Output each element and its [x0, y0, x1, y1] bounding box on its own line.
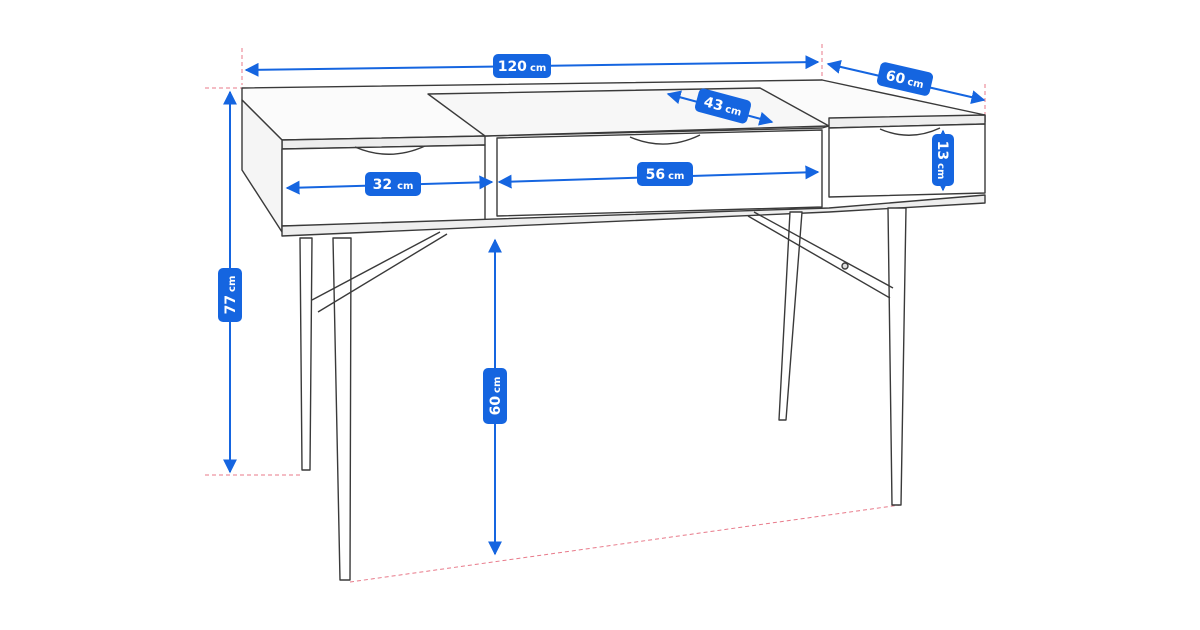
- svg-text:43cm: 43cm: [702, 94, 744, 120]
- depth-value: 60: [884, 68, 907, 88]
- center-drawer-unit: cm: [668, 171, 684, 182]
- total-width-value: 120: [498, 59, 527, 75]
- total-height-value: 77: [223, 295, 239, 314]
- dim-label-leg-clearance: 60 cm: [483, 368, 507, 424]
- total-height-unit: cm: [227, 276, 238, 292]
- side-drawer-value: 32: [373, 177, 392, 193]
- dim-label-drawer-height: 13 cm: [932, 134, 954, 186]
- inner-depth-value: 43: [702, 94, 725, 114]
- leg-clearance-unit: cm: [492, 377, 503, 393]
- dim-label-depth: 60cm: [876, 62, 934, 96]
- svg-text:13cm: 13 cm: [934, 141, 950, 180]
- total-width-unit: cm: [530, 63, 546, 74]
- dim-label-side-drawer: 32 cm: [365, 172, 421, 196]
- side-drawer-unit: cm: [397, 181, 413, 192]
- depth-unit: cm: [906, 77, 924, 91]
- dim-label-total-height: 77 cm: [218, 268, 242, 322]
- dim-label-inner-depth: 43cm: [694, 88, 752, 124]
- center-drawer-value: 56: [646, 167, 665, 183]
- svg-text:77cm: 77 cm: [223, 276, 239, 315]
- drawer-height-value: 13: [934, 141, 950, 160]
- desk-drawing: [241, 79, 986, 581]
- svg-text:60cm: 60cm: [884, 68, 925, 92]
- drawer-height-unit: cm: [935, 163, 946, 179]
- leg-clearance-value: 60: [488, 396, 504, 416]
- inner-depth-unit: cm: [724, 104, 743, 119]
- svg-text:60cm: 60 cm: [488, 377, 504, 416]
